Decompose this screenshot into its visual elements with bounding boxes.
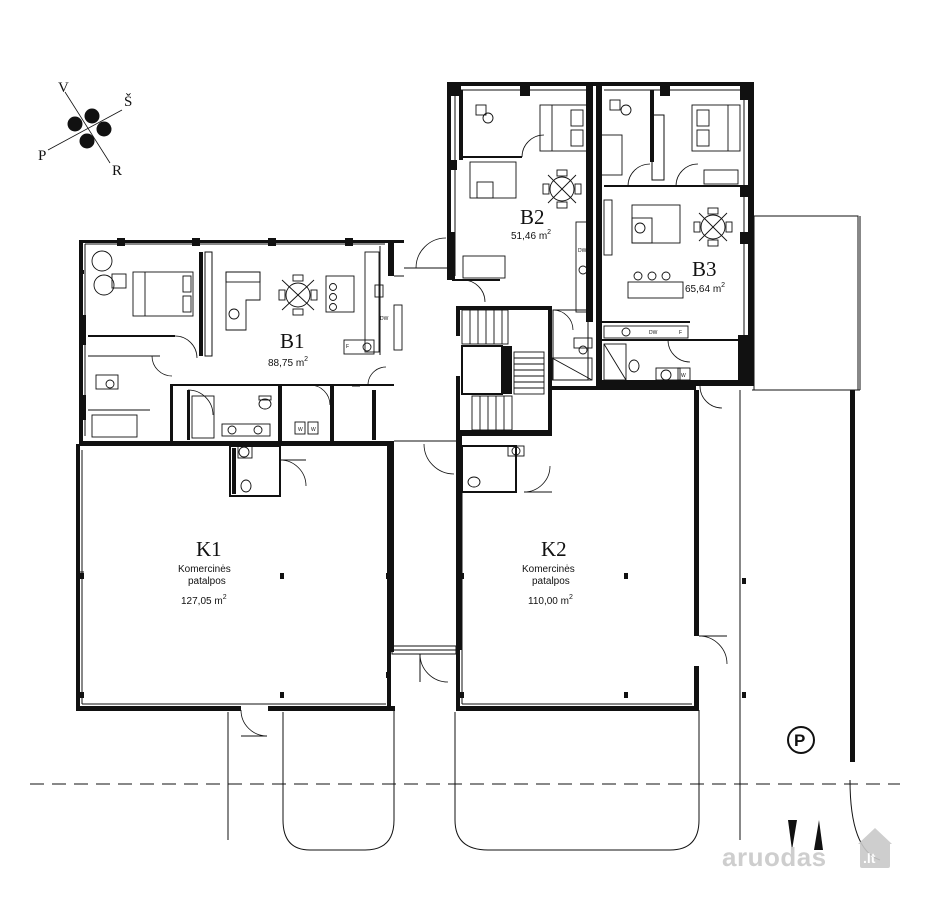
b1-area-sup: 2 [304,356,308,363]
b2-code: B2 [520,205,545,229]
b1-area-line: 88,75 m2 [268,356,308,369]
b1-dw-label: DW [380,316,389,322]
commercial-k1: K1 Komercinės patalpos 127,05 m2 [76,444,395,737]
b1-fridge-label: F [346,344,349,350]
k1-line2: patalpos [188,576,226,587]
b2-area: 51,46 [511,231,536,242]
b3-area: 65,64 [685,284,710,295]
k1-area: 127,05 m [181,596,223,607]
b3-code: B3 [692,257,717,281]
arrow-down-icon [788,820,797,850]
b2-area-sup: 2 [547,229,551,236]
b2-dw-label: DW [578,248,587,254]
stairwell [394,237,552,475]
b3-area-sup: 2 [721,282,725,289]
b3-area-line: 65,64 m2 [685,282,725,295]
k2-area-line: 110,00 m2 [528,594,573,607]
k1-area-line: 127,05 m2 [181,594,227,607]
commercial-k2: K2 Komercinės patalpos 110,00 m2 [456,386,728,711]
apartment-b3: DW F W B3 65,64 m2 [596,82,754,409]
b1-code: B1 [280,329,305,353]
compass-west-label: P [38,148,46,164]
compass: V Š P R [38,80,132,179]
k1-code: K1 [196,537,222,561]
k2-line2: patalpos [532,576,570,587]
compass-south-label: R [112,163,122,179]
central-entrance [391,645,457,683]
watermark-house-icon [860,842,890,868]
watermark: aruodas .lt [722,828,892,872]
b1-area-unit: m [296,358,304,369]
b3-dw-label: DW [649,330,658,336]
watermark-suffix: .lt [863,850,876,866]
compass-north-label: V [58,80,69,96]
arrow-up-icon [814,820,823,850]
b1-washer-label-2: W [311,427,316,433]
exterior: P [30,215,900,861]
watermark-text: aruodas [722,842,827,872]
k1-line1: Komercinės [178,564,231,575]
k2-code: K2 [541,537,567,561]
k2-area: 110,00 m [528,596,569,607]
b3-area-unit: m [713,284,721,295]
k2-line1: Komercinės [522,564,575,575]
b3-washer-label: W [681,373,686,379]
compass-east-label: Š [124,93,132,110]
apartment-b1: DW F W W B1 88,75 m2 [79,238,404,446]
b2-area-unit: m [539,231,547,242]
b1-area: 88,75 [268,358,293,369]
b2-area-line: 51,46 m2 [511,229,551,242]
b3-fridge-label: F [679,330,682,336]
b1-washer-label-1: W [298,427,303,433]
k2-area-sup: 2 [569,594,573,601]
k1-area-sup: 2 [223,594,227,601]
apartment-b2: DW B2 51,46 m2 [447,82,602,382]
parking-label: P [794,731,805,750]
